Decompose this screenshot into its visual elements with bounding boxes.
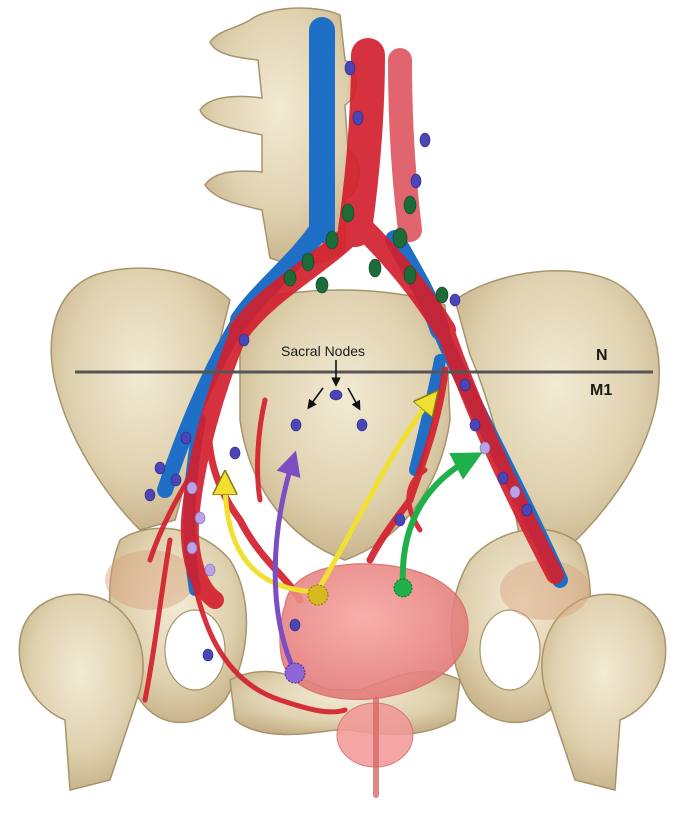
lymph-node (155, 462, 165, 474)
lymph-node (404, 266, 416, 284)
lymph-node (187, 542, 197, 554)
lymph-node (345, 61, 355, 75)
left-obturator-foramen (165, 610, 225, 690)
lymph-node (393, 228, 407, 248)
lymph-node (450, 294, 460, 306)
lymph-node (290, 619, 300, 631)
lymph-node (404, 196, 416, 214)
sacral-nodes-label: Sacral Nodes (281, 343, 365, 359)
lymph-node (181, 432, 191, 444)
lumbar-vertebrae (200, 8, 359, 264)
lymph-node (230, 447, 240, 459)
lymph-node (302, 253, 314, 271)
lymph-node (395, 514, 405, 526)
lymph-node (205, 564, 215, 576)
lymph-node (480, 442, 490, 454)
lymph-node (411, 174, 421, 188)
sacral-lymph-node (291, 419, 301, 431)
lymph-node (203, 649, 213, 661)
sacral-lymph-node (330, 390, 342, 400)
yellow-tumor-focus-icon (308, 585, 328, 605)
left-femur (19, 594, 143, 790)
lymph-node (470, 419, 480, 431)
lymph-node (522, 504, 532, 516)
lymph-node (436, 287, 448, 303)
right-obturator-foramen (480, 610, 540, 690)
lymph-node (498, 472, 508, 484)
lymph-node (353, 111, 363, 125)
lymph-node (195, 512, 205, 524)
lymph-node (145, 489, 155, 501)
lymph-node (239, 334, 249, 346)
lymph-node (369, 259, 381, 277)
lymph-node (187, 482, 197, 494)
abdominal-aorta (355, 55, 368, 230)
sacrum (240, 290, 450, 560)
lymph-node (171, 474, 181, 486)
lymph-node (420, 133, 430, 147)
sacral-lymph-node (357, 419, 367, 431)
lymph-node (460, 379, 470, 391)
lymph-node (510, 486, 520, 498)
lymph-node (342, 204, 354, 222)
n-region-label: N (596, 347, 608, 365)
lymph-node (316, 277, 328, 293)
purple-tumor-focus-icon (285, 663, 305, 683)
right-femur (542, 594, 666, 790)
lymph-node (326, 231, 338, 249)
green-tumor-focus-icon (394, 579, 412, 597)
m1-region-label: M1 (590, 382, 612, 400)
lymph-node (284, 270, 296, 286)
